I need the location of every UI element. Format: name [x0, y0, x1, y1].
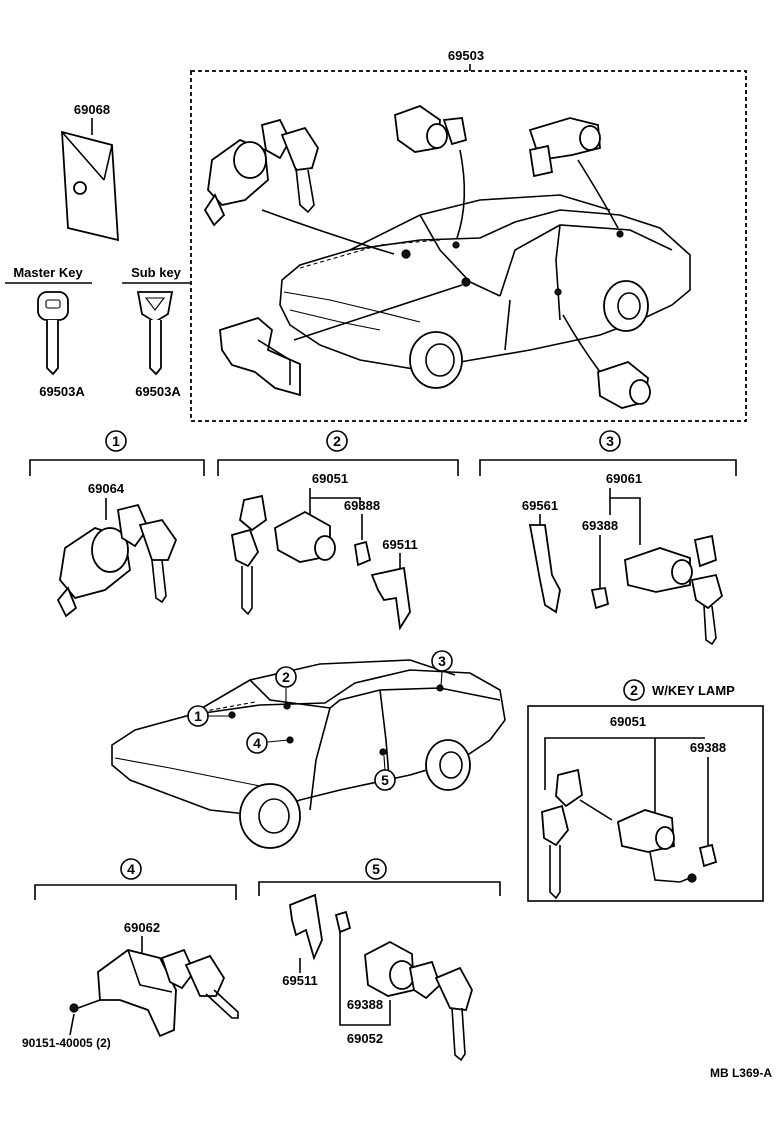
glove-cylinder-top	[597, 360, 651, 409]
group-2-cyl-part-number: 69051	[312, 471, 348, 486]
car-middle-illustration: 1 2 3 4 5	[111, 650, 506, 849]
group-4: 4 69062 90151-40005 (2)	[22, 858, 239, 1050]
group-5: 5 69511 69388 69052	[258, 858, 501, 1062]
group-3-cyl-part-number: 69061	[606, 471, 642, 486]
group-1: 1 69064	[29, 430, 205, 618]
trunk-cylinder-top	[528, 117, 601, 178]
group-2-pad-part-number: 69388	[344, 498, 380, 513]
set-part-number: 69503	[448, 48, 484, 63]
group-1-callout: 1	[112, 433, 120, 449]
leader-arrows-top	[261, 149, 619, 373]
lamp-title: W/KEY LAMP	[652, 683, 735, 698]
lamp-callout: 2	[630, 682, 638, 698]
group-4-callout: 4	[127, 861, 135, 877]
lamp-cyl-part-number: 69051	[610, 714, 646, 729]
group-4-cyl-part-number: 69062	[124, 920, 160, 935]
car-top-illustration	[279, 194, 691, 389]
group-3: 3 69061 69561 69388	[479, 430, 737, 646]
car-callout-2: 2	[282, 669, 290, 685]
group-5-callout: 5	[372, 861, 380, 877]
master-key-title: Master Key	[13, 265, 83, 280]
group-4-screw-part-number: 90151-40005 (2)	[22, 1036, 111, 1050]
master-key: Master Key 69503A	[5, 265, 92, 399]
door-cylinder-top	[394, 104, 468, 153]
group-5-cyl-part-number: 69052	[347, 1031, 383, 1046]
wallet-part-number: 69068	[74, 102, 110, 117]
sub-key-part-number: 69503A	[135, 384, 181, 399]
key-wallet: 69068	[61, 102, 119, 242]
key-lamp-group: 2 W/KEY LAMP 69051 69388	[527, 679, 764, 902]
group-3-pad-part-number: 69388	[582, 518, 618, 533]
car-callout-5: 5	[381, 772, 389, 788]
group-2-clip-part-number: 69511	[382, 537, 417, 552]
group-3-rod-part-number: 69561	[522, 498, 558, 513]
group-1-part-number: 69064	[88, 481, 125, 496]
lock-set-box: 69503	[190, 48, 747, 422]
ignition-cylinder-top	[203, 118, 319, 227]
car-callout-3: 3	[438, 653, 446, 669]
group-2: 2 69051 69388 69511	[217, 430, 459, 631]
car-callout-1: 1	[194, 708, 202, 724]
group-5-pad-part-number: 69388	[347, 997, 383, 1012]
group-3-callout: 3	[606, 433, 614, 449]
group-5-clip-part-number: 69511	[282, 973, 317, 988]
sub-key: Sub key 69503A	[122, 265, 190, 399]
diagram-reference-code: MB L369-A	[710, 1066, 772, 1080]
group-2-callout: 2	[333, 433, 341, 449]
sub-key-title: Sub key	[131, 265, 182, 280]
lamp-pad-part-number: 69388	[690, 740, 726, 755]
car-callout-4: 4	[253, 735, 261, 751]
master-key-part-number: 69503A	[39, 384, 85, 399]
lid-lock-top	[219, 316, 301, 397]
